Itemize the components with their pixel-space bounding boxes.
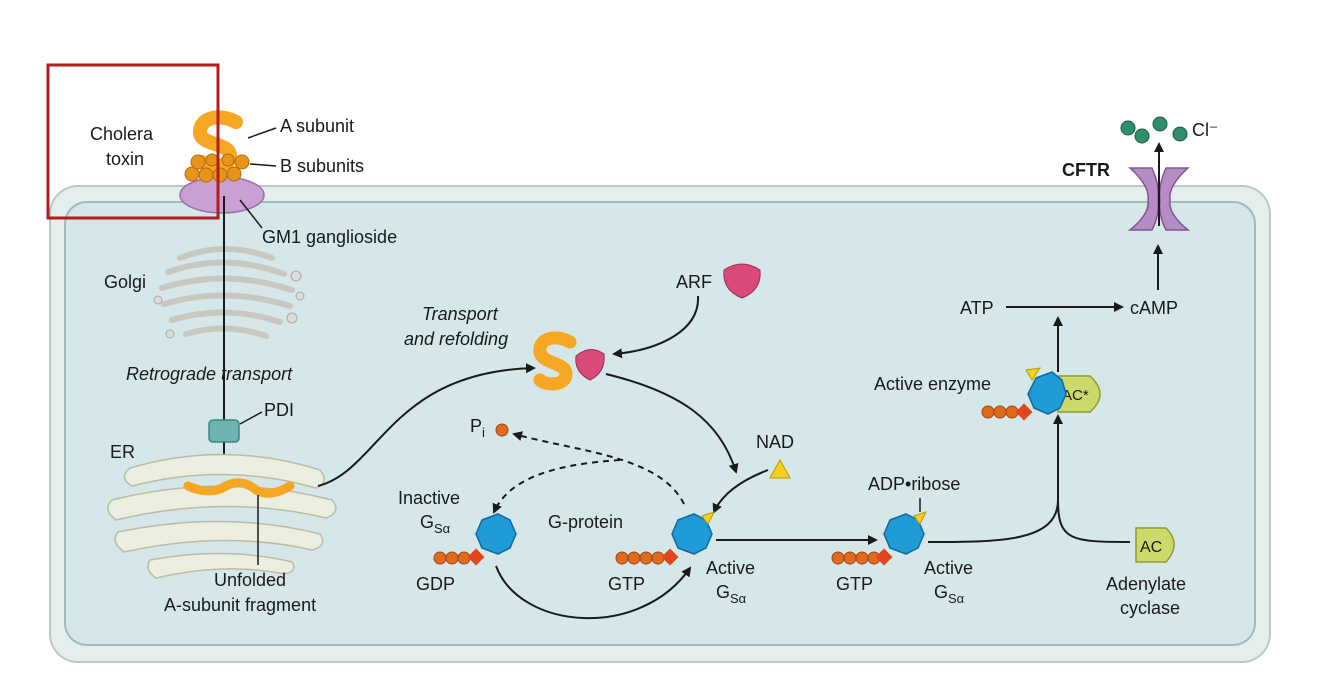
golgi-vesicles [153, 270, 305, 339]
arf-arrow [612, 295, 700, 359]
refolded-a-subunit-icon [533, 331, 577, 391]
active-2-gtp-beads [831, 551, 881, 565]
cftr-label: CFTR [1062, 160, 1110, 180]
g-protein-label: G-protein [548, 512, 623, 532]
adp-ribose-2-icon [913, 511, 927, 525]
ac-label: AC [1140, 539, 1162, 556]
ac-star-icon [1057, 375, 1101, 413]
gsa-to-enzyme-path [927, 499, 1059, 543]
retrograde-label: Retrograde transport [126, 364, 293, 384]
nad-arrow [712, 469, 769, 514]
a-subunit-label: A subunit [280, 116, 354, 136]
transport-label-2: and refolding [404, 329, 508, 349]
gdp-to-gtp-arrow [495, 565, 692, 620]
pdi-label: PDI [264, 400, 294, 420]
pi-label: Pi [470, 416, 485, 440]
gtp-2-label: GTP [836, 574, 873, 594]
chloride-label: Cl⁻ [1192, 120, 1219, 140]
golgi-icon [159, 246, 295, 339]
active-2-diamond [875, 548, 893, 566]
cholera-toxin-label-2: toxin [106, 149, 144, 169]
gdp-label: GDP [416, 574, 455, 594]
active-2-g-label: GSα [934, 582, 965, 606]
unfolded-label-1: Unfolded [214, 570, 286, 590]
active-1-label: Active [706, 558, 755, 578]
enzyme-gsa-icon [1027, 371, 1067, 415]
enzyme-adp-ribose-icon [1025, 367, 1042, 381]
pdi-icon [208, 419, 240, 443]
active-2-label: Active [924, 558, 973, 578]
enzyme-gtp-beads [981, 405, 1019, 419]
er-label: ER [110, 442, 135, 462]
gm1-ganglioside [179, 176, 265, 214]
golgi-label: Golgi [104, 272, 146, 292]
active-gsa-1-icon [671, 513, 713, 555]
ac-star-label: AC* [1062, 387, 1089, 404]
adp-ribose-1-icon [701, 511, 715, 525]
nad-icon [769, 458, 791, 479]
atp-label: ATP [960, 298, 994, 318]
b-subunits-label: B subunits [280, 156, 364, 176]
gm1-label: GM1 ganglioside [262, 227, 397, 247]
chloride-ions-icon [1120, 116, 1188, 144]
cholera-toxin-label-1: Cholera [90, 124, 154, 144]
pi-icon [495, 423, 509, 437]
inactive-diamond [467, 548, 485, 566]
camp-label: cAMP [1130, 298, 1178, 318]
inactive-gdp-beads [433, 551, 471, 565]
nad-label: NAD [756, 432, 794, 452]
adenylate-label-2: cyclase [1120, 598, 1180, 618]
unfolded-label-2: A-subunit fragment [164, 595, 316, 615]
arf-bound-icon [575, 349, 605, 381]
gtp-hydrolysis-arrow [492, 459, 621, 514]
gtp-1-label: GTP [608, 574, 645, 594]
active-1-g-label: GSα [716, 582, 747, 606]
inactive-g-label: GSα [420, 512, 451, 536]
inactive-gsa-icon [475, 513, 517, 555]
adp-ribose-label: ADP•ribose [868, 474, 960, 494]
ac-to-enzyme-path [1057, 499, 1131, 543]
active-1-diamond [661, 548, 679, 566]
arf-icon [723, 263, 761, 299]
adenylate-cyclase-icon [1135, 527, 1175, 563]
adenylate-label-1: Adenylate [1106, 574, 1186, 594]
transport-label-1: Transport [422, 304, 499, 324]
arf-label: ARF [676, 272, 712, 292]
active-1-gtp-beads [615, 551, 665, 565]
inactive-label: Inactive [398, 488, 460, 508]
highlight-box [46, 63, 220, 220]
er-to-refolding-arrow [317, 363, 536, 487]
active-enzyme-label: Active enzyme [874, 374, 991, 394]
active-gsa-2-icon [883, 513, 925, 555]
refolding-to-gprotein-arrow [605, 373, 739, 474]
unfolded-fragment-icon [183, 478, 295, 498]
cell-cytoplasm [64, 201, 1256, 646]
